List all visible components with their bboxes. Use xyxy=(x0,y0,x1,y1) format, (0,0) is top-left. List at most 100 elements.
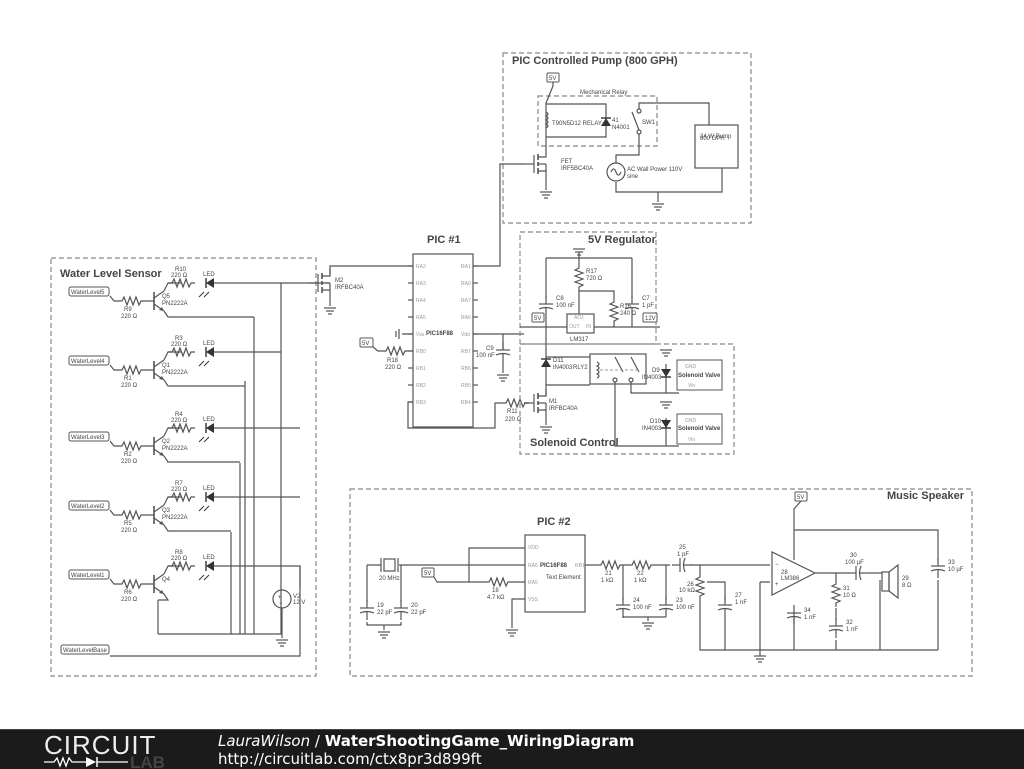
svg-text:GND: GND xyxy=(685,364,697,370)
relay-diode-name: 41 xyxy=(612,118,619,124)
rly2-label: RLY2 xyxy=(573,365,588,371)
m1-part: IRFBC40A xyxy=(549,406,578,412)
led-icon xyxy=(198,491,215,512)
water-level-tag[interactable]: WaterLevel5 xyxy=(68,286,110,297)
d10-diode-icon xyxy=(660,419,672,429)
c33-capacitor-icon xyxy=(930,557,946,579)
collector-resistor-value: 220 Ω xyxy=(171,273,188,279)
base-resistor-icon xyxy=(117,510,146,520)
c30-value: 100 µF xyxy=(845,560,864,566)
svg-text:5V: 5V xyxy=(549,76,556,82)
c8-value: 100 nF xyxy=(556,303,575,309)
led-label: LED xyxy=(203,417,215,423)
m1-fet-icon xyxy=(523,388,547,420)
transistor-part: PN2222A xyxy=(162,301,188,307)
collector-resistor-icon xyxy=(167,561,196,571)
base-resistor-name: R2 xyxy=(124,452,132,458)
r18b-name: 18 xyxy=(492,588,499,594)
schematic-canvas[interactable]: PIC Controlled Pump (800 GPH) Mechanical… xyxy=(0,0,1024,729)
mechanical-relay-label: Mechanical Relay xyxy=(580,90,627,96)
c20-value: 22 pF xyxy=(411,610,427,616)
speaker-title: Music Speaker xyxy=(887,490,965,502)
project-url[interactable]: http://circuitlab.com/ctx8pr3d899ft xyxy=(218,750,482,768)
d11-diode-icon xyxy=(540,358,552,368)
pump-section-border xyxy=(502,52,752,224)
base-resistor-value: 220 Ω xyxy=(121,314,138,320)
svg-text:Vin: Vin xyxy=(688,383,695,389)
ac-source-label: AC Wall Power 110V xyxy=(627,167,682,173)
c24-name: 24 xyxy=(633,598,640,604)
collector-resistor-value: 220 Ω xyxy=(171,418,188,424)
pic1-pin-label: RB2 xyxy=(416,383,426,389)
c30-capacitor-icon xyxy=(847,565,869,581)
pump-fet-part: IRF5BC40A xyxy=(561,166,593,172)
svg-text:5V: 5V xyxy=(797,495,804,501)
lm386-amp-icon xyxy=(771,551,817,596)
ground-icon xyxy=(275,639,289,647)
music-speaker-section: Music Speaker PIC #2 PIC16F88 Text Eleme… xyxy=(349,488,973,677)
c23-value: 100 nF xyxy=(676,605,695,611)
base-resistor-icon xyxy=(117,296,146,306)
mechanical-relay-border xyxy=(537,95,658,147)
c19-capacitor-icon xyxy=(359,599,375,621)
water-level-tag[interactable]: WaterLevel1 xyxy=(68,569,110,580)
solenoid-section: Solenoid Control D11 IN4003 RLY2 D9 IN40… xyxy=(519,327,735,455)
ground-icon xyxy=(377,631,391,639)
r18-resistor-icon xyxy=(381,346,410,356)
relay-diode-icon xyxy=(600,117,612,127)
c24-capacitor-icon xyxy=(615,596,631,618)
pic1-pin-label: RA5 xyxy=(416,315,426,321)
pic1-pin-label: RB5 xyxy=(461,383,471,389)
svg-text:WaterLevel2: WaterLevel2 xyxy=(71,504,105,510)
collector-resistor-name: R10 xyxy=(175,267,187,273)
water-level-tag[interactable]: WaterLevel2 xyxy=(68,500,110,511)
logo-top-text: CIRCUIT xyxy=(44,730,157,760)
pump-fet-name: FET xyxy=(561,159,573,165)
circuitlab-logo[interactable]: CIRCUIT LAB xyxy=(44,732,179,768)
r18-value: 220 Ω xyxy=(385,365,402,371)
pic2-pin-ra6: RA6 xyxy=(528,563,538,569)
pic2-chip-label: PIC16F88 xyxy=(540,563,568,569)
base-resistor-value: 220 Ω xyxy=(121,383,138,389)
water-level-tag[interactable]: WaterLevel4 xyxy=(68,355,110,366)
crystal-icon xyxy=(383,558,396,572)
r17-resistor-icon xyxy=(574,263,584,292)
pic1-pin-label: Vdd xyxy=(461,332,470,338)
r31-value: 10 Ω xyxy=(843,593,856,599)
d10-part: IN4003 xyxy=(642,426,662,432)
water-level-tag[interactable]: WaterLevel3 xyxy=(68,431,110,442)
ground-icon xyxy=(505,629,519,637)
svg-text:−: − xyxy=(279,601,283,607)
transistor-part: PN2222A xyxy=(162,446,188,452)
pic1-pin-label: RA7 xyxy=(461,298,471,304)
rly2-relay xyxy=(589,353,647,385)
transistor-part: PN2222A xyxy=(162,370,188,376)
project-name: WaterShootingGame_WiringDiagram xyxy=(324,732,635,750)
base-resistor-icon xyxy=(117,579,146,589)
c32-capacitor-icon xyxy=(828,617,844,639)
c30-name: 30 xyxy=(850,553,857,559)
r21-value: 1 kΩ xyxy=(601,578,614,584)
collector-resistor-name: R8 xyxy=(175,550,183,556)
led-icon xyxy=(198,560,215,581)
transistor-name: Q3 xyxy=(162,508,171,514)
c8-name: C8 xyxy=(556,296,564,302)
m2-fet-icon xyxy=(307,268,331,300)
author-link[interactable]: LauraWilson xyxy=(218,732,311,750)
c33-name: 33 xyxy=(948,560,955,566)
collector-resistor-value: 220 Ω xyxy=(171,556,188,562)
pic1-5v-tag: 5V xyxy=(359,337,374,348)
pump-label: 24 W Pump xyxy=(700,134,732,140)
ac-source-sub: sine xyxy=(627,174,639,180)
pic1-chip xyxy=(412,253,474,428)
water-level-base-tag[interactable]: WaterLevelBase xyxy=(60,644,110,655)
r31-name: 31 xyxy=(843,586,850,592)
transistor-part: PN2222A xyxy=(162,515,188,521)
r22-resistor-icon xyxy=(627,560,656,570)
svg-text:WaterLevelBase: WaterLevelBase xyxy=(63,648,107,654)
c27-value: 1 nF xyxy=(735,600,747,606)
collector-resistor-name: R4 xyxy=(175,412,183,418)
speaker-5v-tag: 5V xyxy=(794,491,808,502)
pic2-chip xyxy=(524,534,586,613)
